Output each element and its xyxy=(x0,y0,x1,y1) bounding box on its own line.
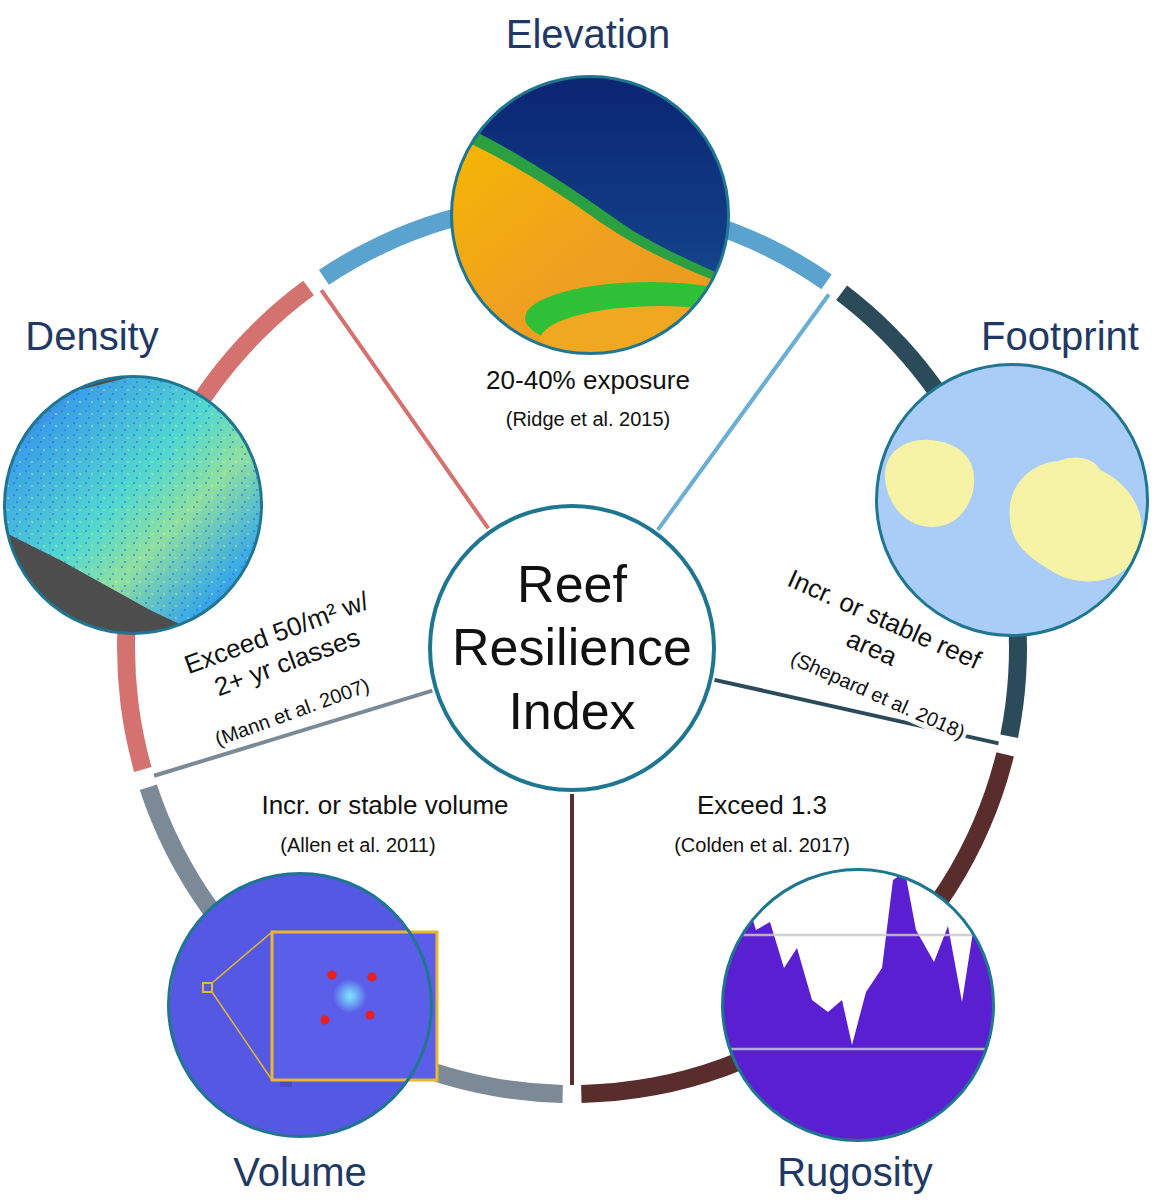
citation-text: (Colden et al. 2017) xyxy=(671,833,853,857)
citation-text: (Ridge et al. 2015) xyxy=(503,407,674,431)
metric-circle: Rugosity xyxy=(721,868,995,1142)
metric-title: Rugosity xyxy=(777,1150,933,1194)
metric-circle: Volume xyxy=(167,872,433,1138)
density-map xyxy=(0,370,270,648)
index-circle: Reef Resilience Index xyxy=(428,504,716,792)
metric-circle: Elevation xyxy=(450,75,730,355)
elevation-map xyxy=(440,70,780,374)
metric-title: Footprint xyxy=(981,314,1139,358)
metric-circle: Footprint xyxy=(875,363,1149,637)
criterion-text: Incr. or stable volume xyxy=(258,790,511,821)
citation-text: (Allen et al. 2011) xyxy=(277,833,438,857)
spoke-line xyxy=(570,794,574,1085)
criterion-text: Exceed 1.3 xyxy=(694,790,830,821)
criterion-text: 20-40% exposure xyxy=(483,365,693,396)
spoke-line xyxy=(321,290,488,528)
footprint-map xyxy=(870,360,1160,650)
metric-title: Volume xyxy=(233,1150,366,1194)
metric-title: Elevation xyxy=(506,12,671,56)
index-title: Reef Resilience Index xyxy=(444,553,700,743)
metric-title: Density xyxy=(25,314,158,358)
rugosity-profile xyxy=(715,865,1005,1155)
volume-inset xyxy=(203,932,437,1087)
metric-circle: Density xyxy=(3,375,263,635)
spoke-line xyxy=(658,294,829,529)
